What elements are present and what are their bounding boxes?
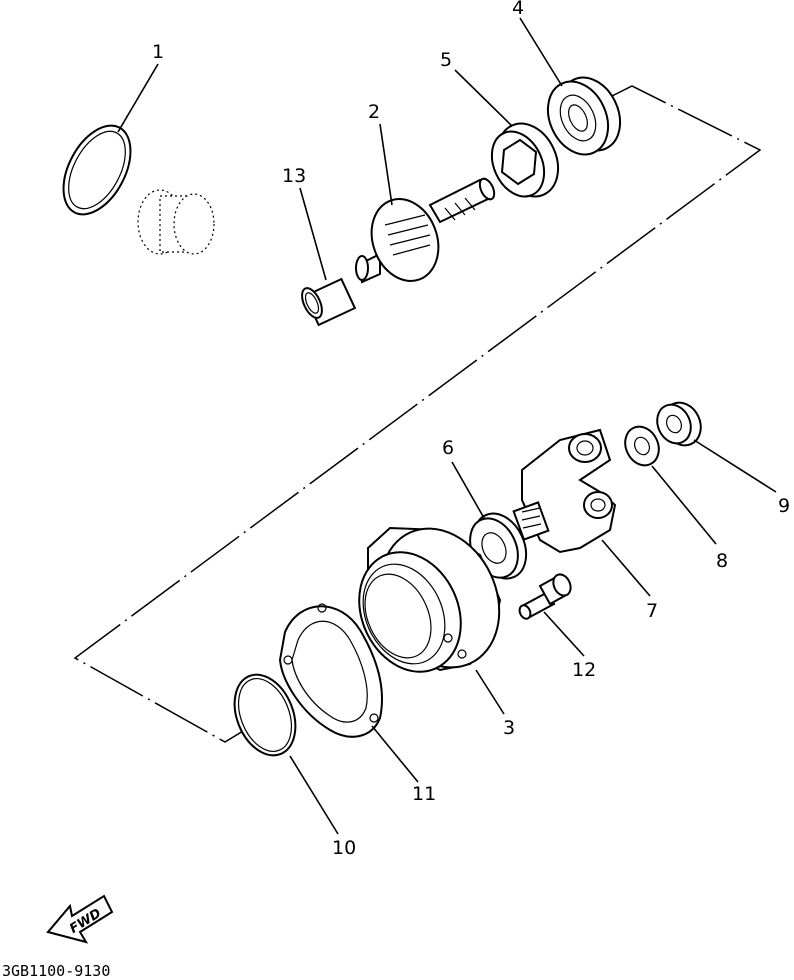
part-9-nut <box>656 401 702 447</box>
callout-4: 4 <box>512 0 524 19</box>
part-2-gear-shaft <box>355 177 496 284</box>
callout-8: 8 <box>716 550 728 572</box>
callout-9: 9 <box>778 495 790 517</box>
reference-gear-outline <box>137 189 215 255</box>
part-4-ball-bearing <box>546 76 622 156</box>
callout-10: 10 <box>332 837 356 859</box>
callout-7: 7 <box>646 600 658 622</box>
part-7-universal-yoke <box>512 428 617 554</box>
callout-2: 2 <box>368 101 380 123</box>
fwd-direction-arrow: FWD <box>46 894 114 944</box>
callout-12: 12 <box>572 659 596 681</box>
leader-lines <box>117 17 777 835</box>
callout-5: 5 <box>440 49 452 71</box>
callout-11: 11 <box>412 783 436 805</box>
callout-1: 1 <box>152 41 164 63</box>
callout-3: 3 <box>503 717 515 739</box>
part-3-housing <box>358 526 502 673</box>
part-10-o-ring <box>233 673 297 757</box>
assembly-boundary-lines <box>73 85 762 743</box>
diagram-code: 3GB1100-9130 <box>2 962 110 980</box>
callout-6: 6 <box>442 437 454 459</box>
part-1-o-ring <box>62 124 132 216</box>
part-11-gasket <box>278 603 383 738</box>
part-13-needle-bearing <box>301 277 357 327</box>
part-12-bolt <box>518 573 572 620</box>
part-8-washer <box>624 425 660 467</box>
callout-13: 13 <box>282 165 306 187</box>
callout-labels: 1 2 3 4 5 6 7 8 9 10 11 12 13 <box>152 0 790 859</box>
